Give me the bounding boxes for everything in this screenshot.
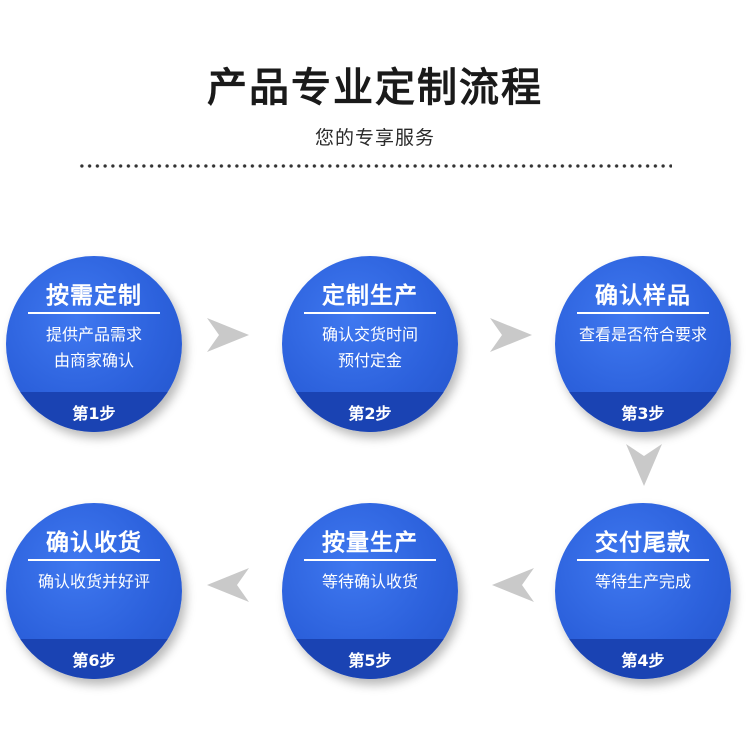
step-title: 确认样品 — [595, 283, 691, 309]
step-band — [282, 639, 458, 679]
arrow-right-icon — [488, 316, 534, 354]
step-title: 交付尾款 — [595, 530, 691, 556]
step-title: 确认收货 — [46, 530, 142, 556]
step-band — [6, 392, 182, 432]
step-divider — [304, 312, 436, 314]
arrow-right-icon — [205, 316, 251, 354]
step-band — [555, 392, 731, 432]
step-desc-line: 由商家确认 — [53, 351, 134, 370]
step-description: 确认收货并好评 — [6, 569, 182, 595]
step-divider — [28, 312, 160, 314]
step-desc-line: 预付定金 — [337, 351, 402, 370]
step-circle-3: 确认样品 查看是否符合要求 第3步 — [555, 256, 731, 432]
step-number: 第2步 — [348, 404, 392, 423]
step-desc-line: 确认收货并好评 — [37, 572, 150, 591]
step-number: 第4步 — [621, 651, 665, 670]
step-number: 第3步 — [621, 404, 665, 423]
step-circle-5: 按量生产 等待确认收货 第5步 — [282, 503, 458, 679]
step-desc-line: 查看是否符合要求 — [578, 325, 707, 344]
step-description: 确认交货时间 预付定金 — [282, 322, 458, 374]
step-circle-1: 按需定制 提供产品需求 由商家确认 第1步 — [6, 256, 182, 432]
step-divider — [304, 559, 436, 561]
step-divider — [577, 559, 709, 561]
step-description: 查看是否符合要求 — [555, 322, 731, 348]
step-divider — [28, 559, 160, 561]
step-number: 第6步 — [72, 651, 116, 670]
step-circle-2: 定制生产 确认交货时间 预付定金 第2步 — [282, 256, 458, 432]
step-band — [555, 639, 731, 679]
page-subtitle: 您的专享服务 — [314, 127, 435, 149]
step-title: 按量生产 — [322, 530, 418, 556]
step-circle-6: 确认收货 确认收货并好评 第6步 — [6, 503, 182, 679]
step-title: 定制生产 — [322, 283, 418, 309]
page-title: 产品专业定制流程 — [207, 65, 543, 111]
arrow-left-icon — [205, 566, 251, 604]
step-desc-line: 提供产品需求 — [45, 325, 142, 344]
step-desc-line: 等待确认收货 — [321, 572, 418, 591]
step-description: 等待确认收货 — [282, 569, 458, 595]
step-band — [282, 392, 458, 432]
step-description: 提供产品需求 由商家确认 — [6, 322, 182, 374]
step-description: 等待生产完成 — [555, 569, 731, 595]
arrow-left-icon — [490, 566, 536, 604]
step-title: 按需定制 — [46, 283, 142, 309]
step-divider — [577, 312, 709, 314]
step-desc-line: 确认交货时间 — [321, 325, 418, 344]
step-number: 第1步 — [72, 404, 116, 423]
dotted-divider — [78, 162, 672, 170]
arrow-down-icon — [624, 442, 664, 488]
step-circle-4: 交付尾款 等待生产完成 第4步 — [555, 503, 731, 679]
step-desc-line: 等待生产完成 — [594, 572, 691, 591]
step-band — [6, 639, 182, 679]
step-number: 第5步 — [348, 651, 392, 670]
